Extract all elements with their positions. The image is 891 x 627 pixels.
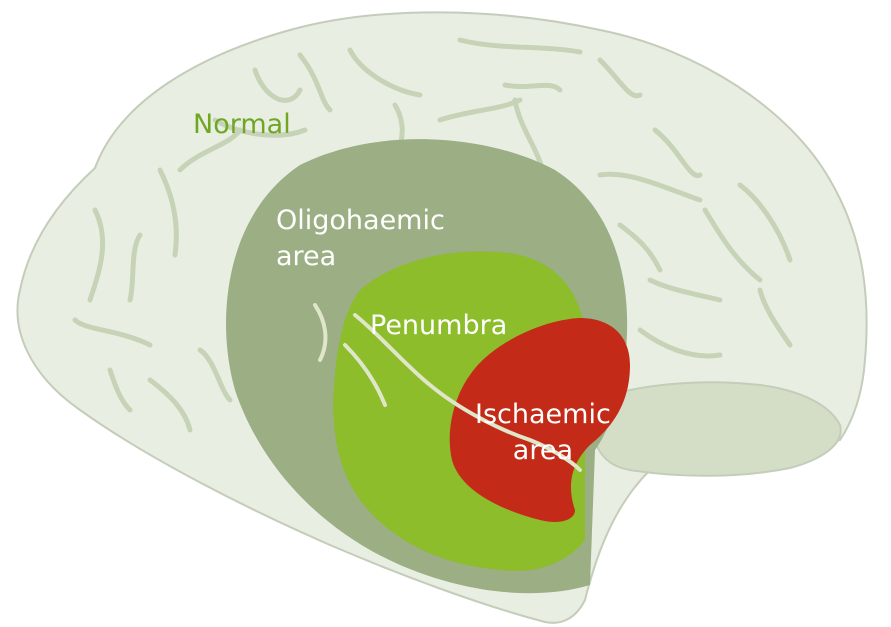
label-normal: Normal [193, 107, 291, 143]
label-ischaemic-line1: Ischaemic [475, 397, 611, 433]
cerebellum-shape [593, 382, 840, 476]
label-ischaemic-area: Ischaemic area [475, 397, 611, 469]
label-penumbra-text: Penumbra [370, 308, 507, 344]
label-oligohaemic-line1: Oligohaemic [276, 203, 445, 239]
label-normal-text: Normal [193, 107, 291, 143]
label-ischaemic-line2: area [475, 433, 611, 469]
label-oligohaemic-area: Oligohaemic area [276, 203, 445, 275]
label-oligohaemic-line2: area [276, 239, 445, 275]
label-penumbra: Penumbra [370, 308, 507, 344]
